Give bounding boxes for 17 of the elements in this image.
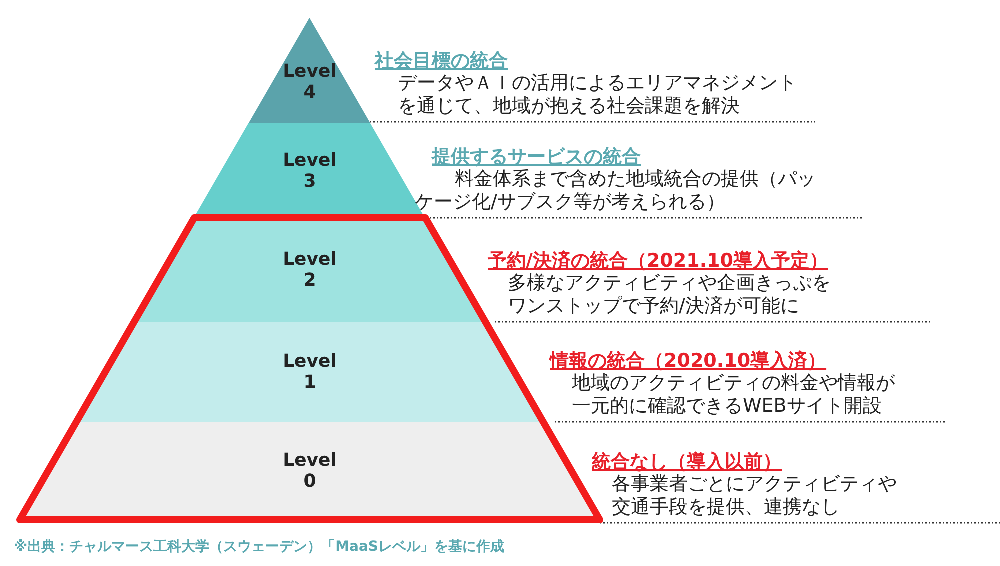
- level-heading: 予約/決済の統合（2021.10導入予定）: [488, 249, 828, 274]
- level-label: Level 2: [282, 249, 338, 291]
- level-label: Level 4: [282, 60, 338, 102]
- pyramid-band: [249, 18, 371, 123]
- level-heading: 社会目標の統合: [375, 49, 508, 74]
- level-description: 多様なアクティビティや企画きっぷをワンストップで予約/決済が可能に: [508, 272, 832, 318]
- level-description: 料金体系まで含めた地域統合の提供（パッケージ化/サブスク等が考えられる）: [415, 168, 817, 214]
- level-description: 地域のアクティビティの料金や情報が一元的に確認できるWEBサイト開設: [572, 372, 896, 418]
- level-label: Level 0: [282, 450, 338, 492]
- level-label: Level 1: [282, 351, 338, 393]
- level-heading: 情報の統合（2020.10導入済）: [550, 349, 827, 373]
- level-description: 各事業者ごとにアクティビティや交通手段を提供、連携なし: [612, 473, 898, 519]
- level-description: データやＡＩの活用によるエリアマネジメントを通じて、地域が抱える社会課題を解決: [398, 72, 798, 118]
- level-label: Level 3: [282, 150, 338, 192]
- source-caption: ※出典：チャルマース工科大学（スウェーデン）「MaaSレベル」を基に作成: [14, 538, 505, 556]
- level-heading: 提供するサービスの統合: [432, 145, 641, 169]
- level-heading: 統合なし（導入以前）: [592, 450, 782, 474]
